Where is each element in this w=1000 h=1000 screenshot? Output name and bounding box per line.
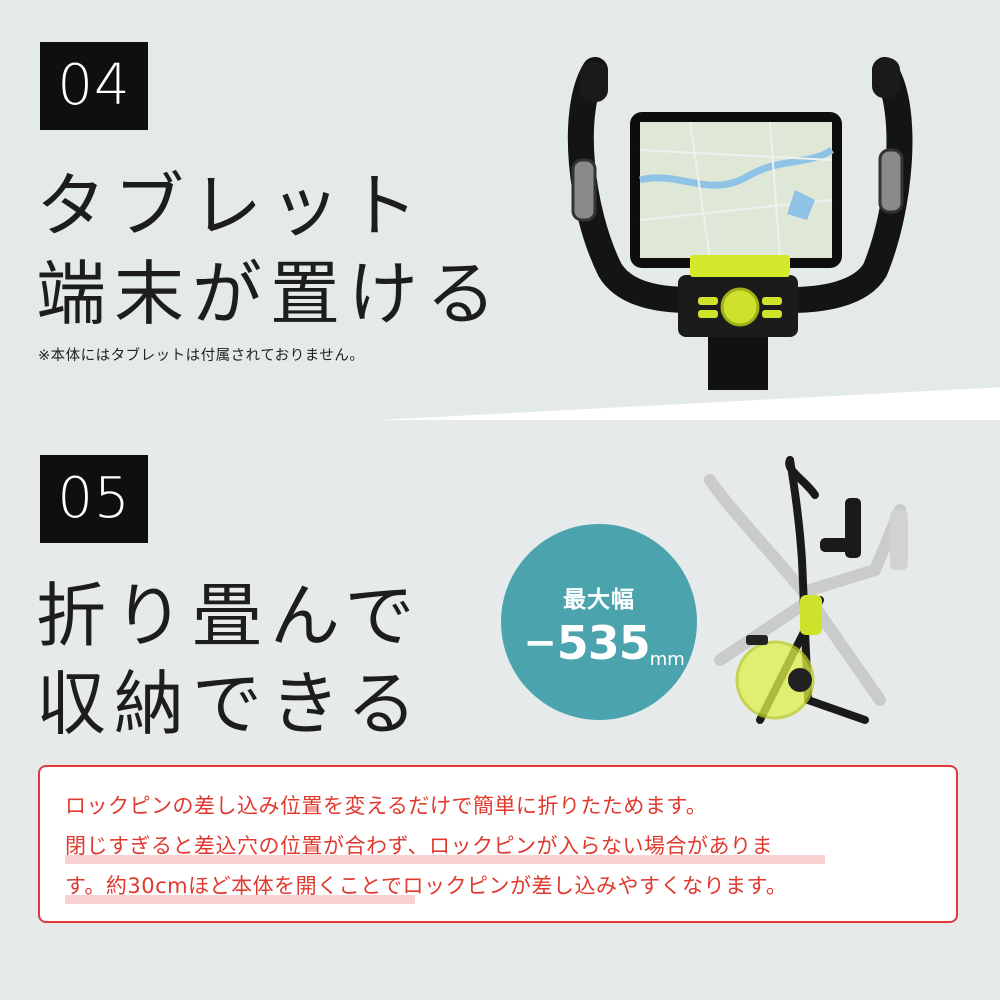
heading-line: 端末が置ける [36,253,504,335]
section-04-heading: タブレット 端末が置ける [36,162,504,338]
exercise-bike-handlebar-image [567,57,913,390]
badge-label: 最大幅 [563,587,635,613]
section-05-heading: 折り畳んで 収納できる [36,572,425,748]
highlight-underline [65,855,825,864]
callout-line: ロックピンの差し込み位置を変えるだけで簡単に折りたためます。 [65,794,708,818]
section-number-04: 04 [40,42,148,130]
heading-line: 折り畳んで [36,575,423,657]
heading-line: タブレット [36,165,426,247]
folding-bike-image [704,456,908,724]
section-number-05: 05 [40,455,148,543]
badge-value: 535 [556,616,651,670]
tablet-not-included-note: ※本体にはタブレットは付属されておりません。 [38,348,365,364]
max-width-badge: 最大幅 −535mm [501,524,697,720]
callout-line: 閉じすぎると差込穴の位置が合わず、ロックピンが入らない場合がありま [65,834,774,858]
badge-unit: mm [649,649,685,670]
heading-line: 収納できる [36,663,425,745]
highlight-underline [65,895,415,904]
badge-value-row: −535mm [511,616,697,670]
badge-prefix: − [523,620,557,666]
folding-instructions-callout: ロックピンの差し込み位置を変えるだけで簡単に折りたためます。 閉じすぎると差込穴… [38,765,958,923]
callout-line: す。約30cmほど本体を開くことでロックピンが差し込みやすくなります。 [65,874,788,898]
